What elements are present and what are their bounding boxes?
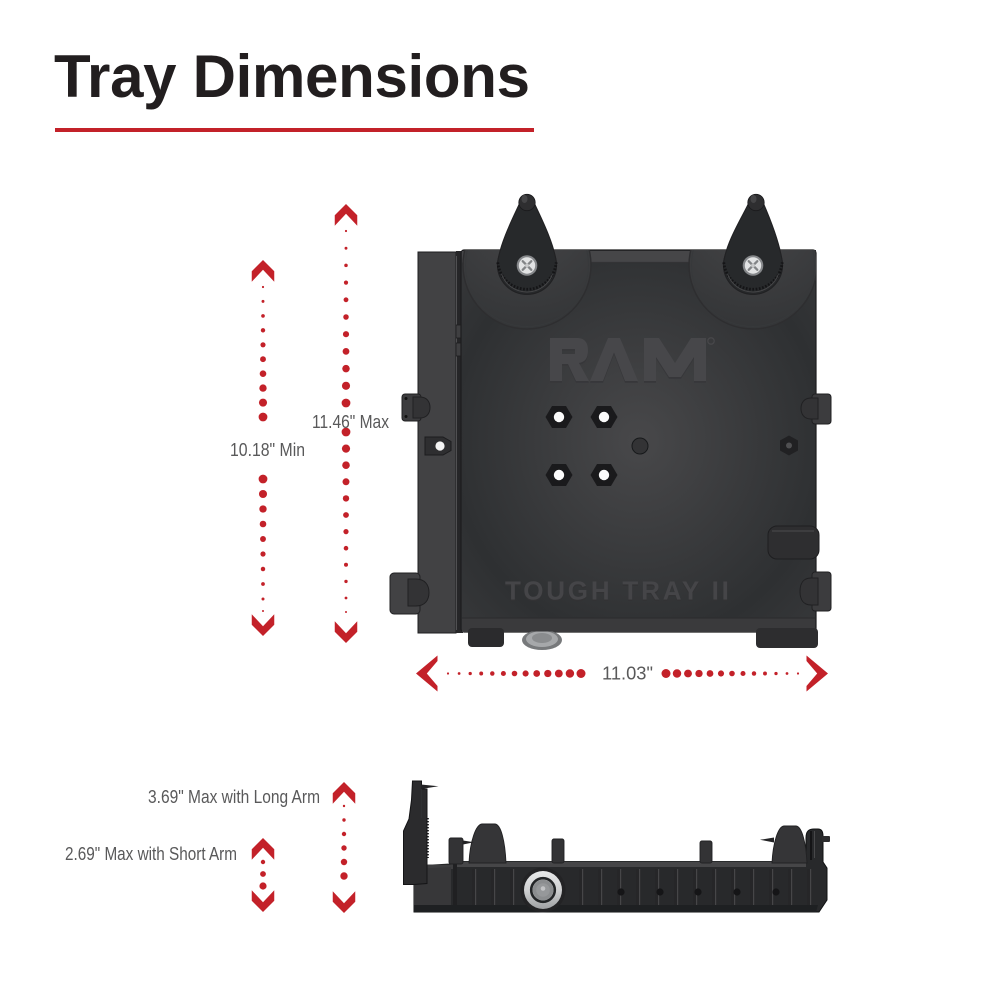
svg-text:11.46" Max: 11.46" Max [312,411,390,432]
svg-text:TOUGH TRAY II: TOUGH TRAY II [505,577,732,607]
svg-text:TOUGH TRAY II: TOUGH TRAY II [505,576,732,606]
svg-text:11.03": 11.03" [602,663,653,684]
svg-text:10.18" Min: 10.18" Min [230,439,305,460]
svg-text:2.69" Max with Short Arm: 2.69" Max with Short Arm [65,843,237,864]
svg-text:3.69" Max with Long Arm: 3.69" Max with Long Arm [148,786,320,807]
